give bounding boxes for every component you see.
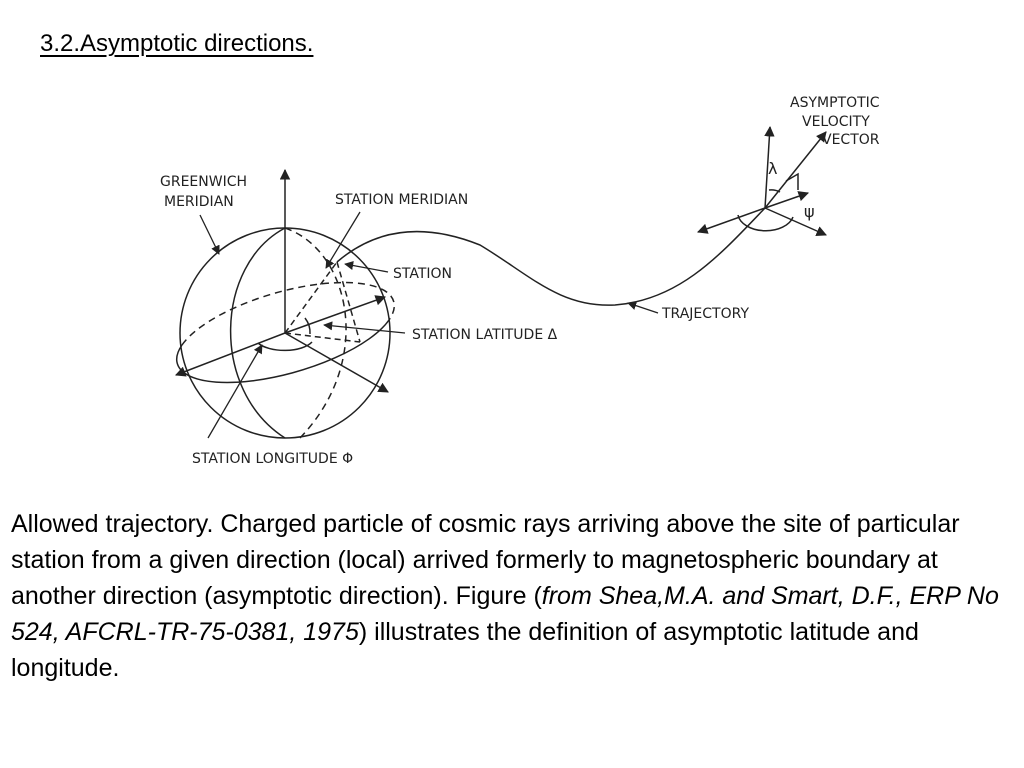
label-asymptotic-line2: VELOCITY <box>802 114 870 130</box>
equatorial-axis-right <box>284 295 386 334</box>
label-station-longitude: STATION LONGITUDE Φ <box>192 451 353 467</box>
local-horizontal-down <box>764 207 827 236</box>
station-meridian-curve <box>284 227 347 439</box>
label-trajectory: TRAJECTORY <box>661 306 749 322</box>
leader-latitude <box>323 321 406 334</box>
asymptotic-directions-diagram: GREENWICH MERIDIAN STATION MERIDIAN STAT… <box>160 95 880 467</box>
equator-projection <box>284 332 361 343</box>
label-station-latitude: STATION LATITUDE Δ <box>412 327 558 343</box>
greenwich-meridian-curve <box>229 227 286 439</box>
label-asymptotic-line3: VECTOR <box>822 132 880 148</box>
local-horizontal-left <box>697 207 766 234</box>
projection-box <box>785 172 799 190</box>
leader-greenwich <box>199 214 220 255</box>
station-projection <box>336 261 361 343</box>
label-station-meridian: STATION MERIDIAN <box>335 192 468 208</box>
axis-to-front <box>284 332 389 393</box>
leader-trajectory <box>627 301 659 314</box>
station-radius <box>284 261 338 334</box>
label-greenwich-line2: MERIDIAN <box>164 194 234 210</box>
body-citation: from Shea,M.A. and Smart, D.F., ERP No 5… <box>11 582 999 646</box>
label-greenwich-line1: GREENWICH <box>160 174 247 190</box>
leader-station <box>344 261 389 273</box>
leader-longitude <box>207 344 263 439</box>
label-station: STATION <box>393 266 452 282</box>
local-vertical <box>764 125 775 209</box>
body-paragraph: Allowed trajectory. Charged particle of … <box>11 506 1019 686</box>
label-psi: ψ <box>804 202 815 221</box>
equator-back <box>181 281 396 346</box>
leader-station-meridian <box>325 211 361 269</box>
body-text-after: ) illustrates the definition of asymptot… <box>11 618 919 682</box>
body-text-before: Allowed trajectory. Charged particle of … <box>11 510 960 610</box>
equator-front <box>175 319 390 384</box>
equatorial-axis-left <box>175 332 286 377</box>
slide-title: 3.2.Asymptotic directions. <box>40 30 314 57</box>
label-asymptotic-line1: ASYMPTOTIC <box>790 95 880 111</box>
trajectory-curve <box>336 207 766 306</box>
lambda-arc <box>768 189 781 193</box>
label-lambda: λ <box>768 159 777 178</box>
local-horizontal-right <box>764 191 809 209</box>
latitude-arc <box>304 317 311 335</box>
asymptotic-velocity-vector <box>764 131 827 209</box>
psi-arc <box>737 214 794 232</box>
longitude-arc <box>257 341 313 352</box>
